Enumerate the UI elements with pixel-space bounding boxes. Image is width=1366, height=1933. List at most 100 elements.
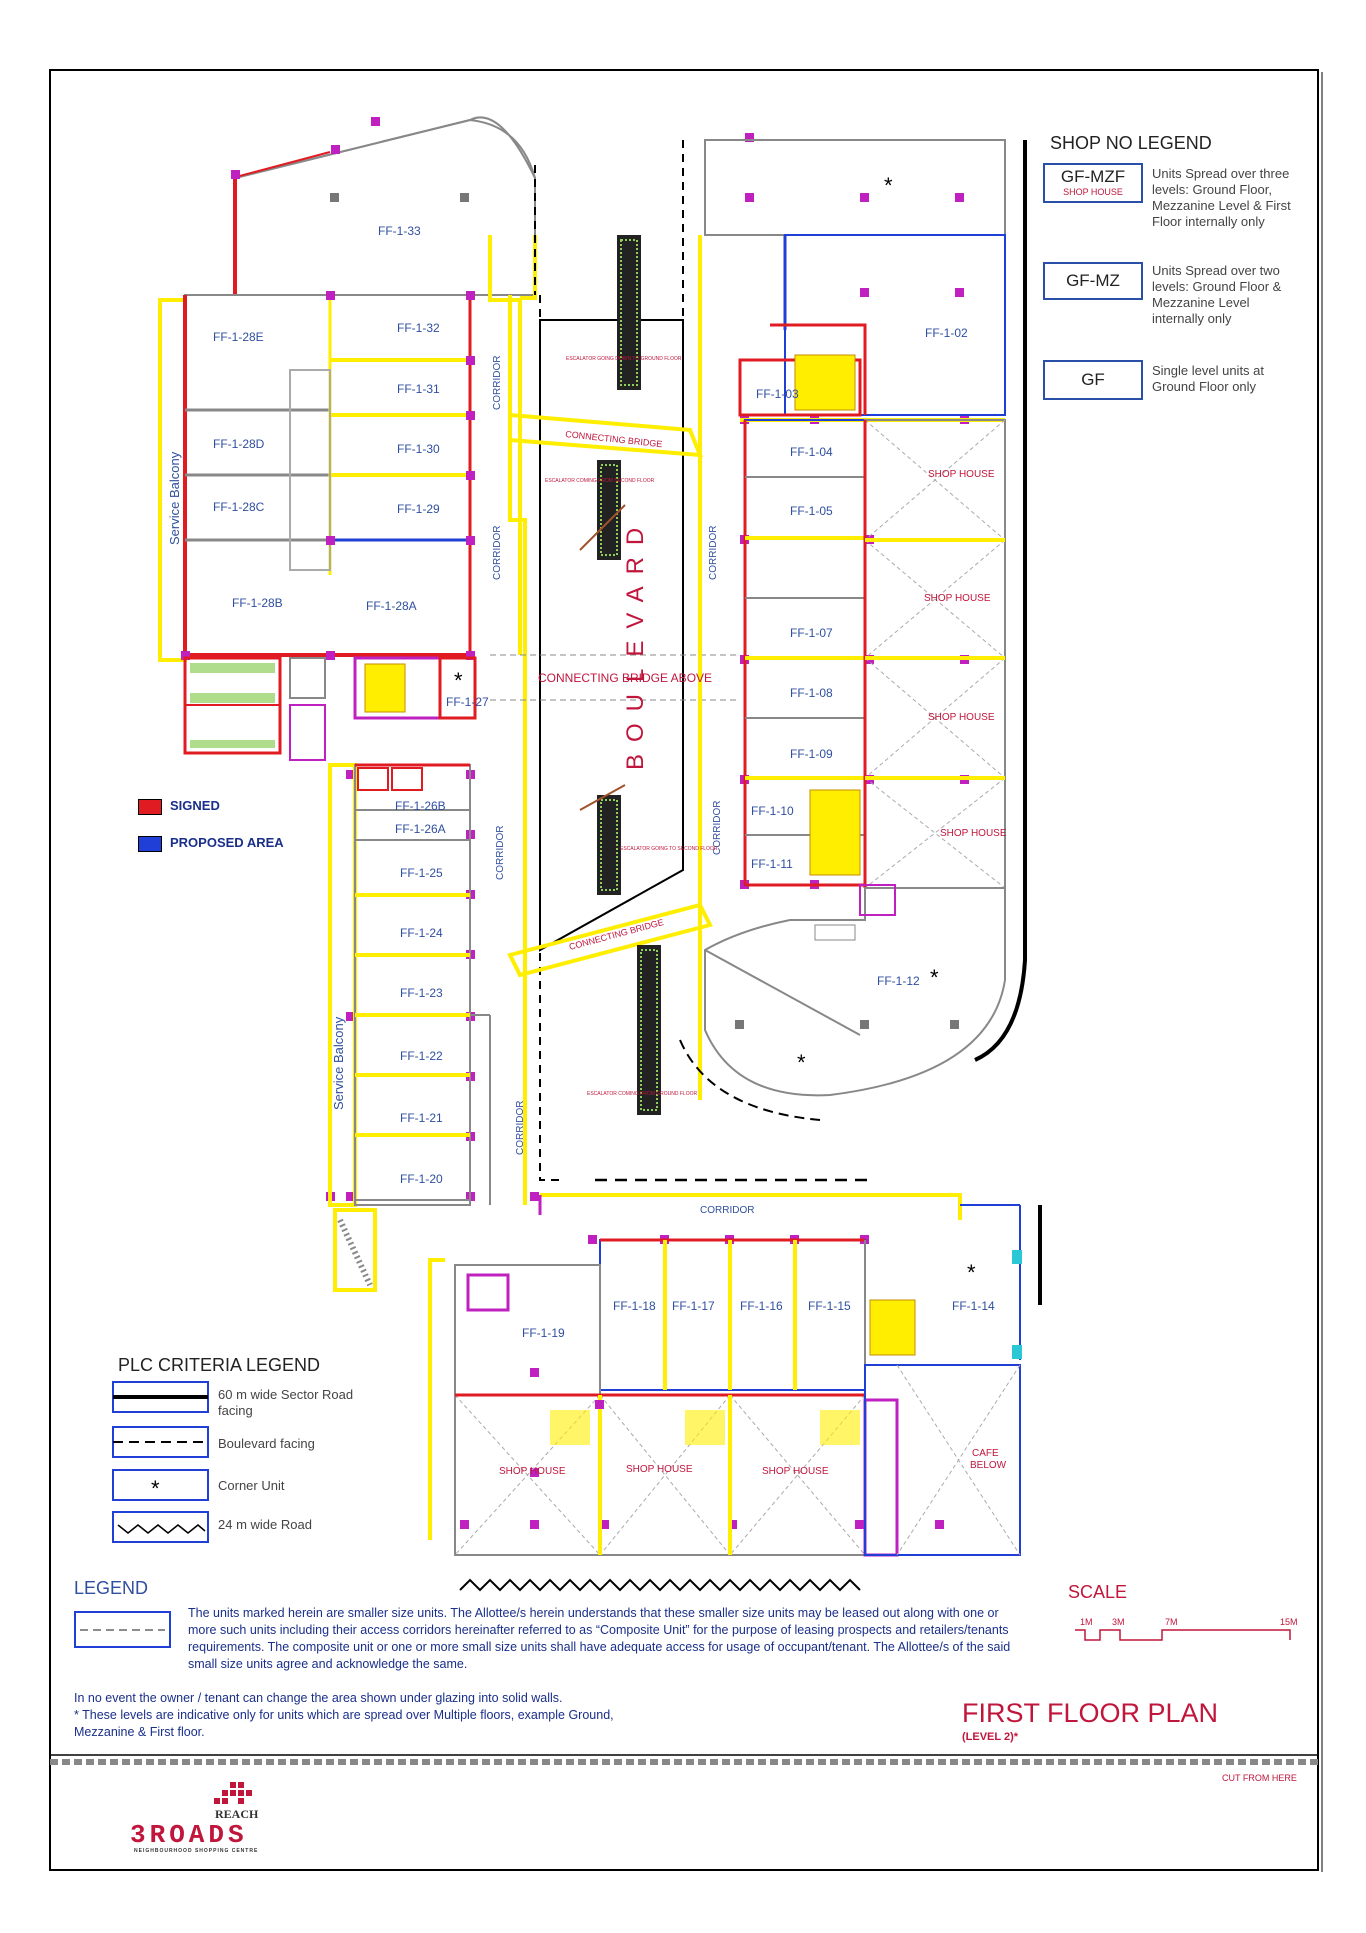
unit-ff-1-28e: FF-1-28E: [213, 330, 264, 344]
signed-swatch: [138, 799, 162, 815]
signed-label: SIGNED: [170, 798, 220, 813]
logo-reach: REACH: [215, 1807, 259, 1821]
east-block: [595, 139, 1027, 1182]
svg-text:*: *: [884, 173, 893, 198]
plc-legend-24m-road: 24 m wide Road: [218, 1517, 312, 1532]
unit-ff-1-27: FF-1-27: [446, 695, 489, 709]
connecting-bridge-above-label: CONNECTING BRIDGE ABOVE: [538, 671, 712, 685]
plc-legend-title: PLC CRITERIA LEGEND: [118, 1355, 321, 1375]
corridor-label-1: CORRIDOR: [492, 356, 503, 410]
plc-legend-corner: Corner Unit: [218, 1478, 285, 1493]
southwest-block: [328, 295, 527, 1292]
unit-ff-1-22: FF-1-22: [400, 1049, 443, 1063]
unit-ff-1-03: FF-1-03: [756, 387, 799, 401]
shop-legend-box-gfmzf: GF-MZF SHOP HOUSE: [1043, 163, 1143, 203]
shop-legend-code-gfmz: GF-MZ: [1066, 271, 1120, 290]
shop-legend-box-gfmz: GF-MZ: [1043, 262, 1143, 300]
corridor-label-2: CORRIDOR: [492, 526, 503, 580]
shop-legend-box-gf: GF: [1043, 360, 1143, 400]
unit-ff-1-28c: FF-1-28C: [213, 500, 265, 514]
unit-ff-1-23: FF-1-23: [400, 986, 443, 1000]
escalator-label-1: ESCALATOR GOING DOWN TO GROUND FLOOR: [566, 356, 682, 362]
unit-labels: FF-1-33 FF-1-32 FF-1-31 FF-1-30 FF-1-29 …: [213, 224, 995, 1340]
unit-ff-1-28a: FF-1-28A: [366, 599, 417, 613]
logo-tagline: NEIGHBOURHOOD SHOPPING CENTRE: [134, 1848, 259, 1854]
cut-label: CUT FROM HERE: [1222, 1773, 1297, 1783]
boulevard-area: [490, 140, 740, 1181]
svg-text:*: *: [151, 1476, 160, 1501]
note-levels: * These levels are indicative only for u…: [74, 1708, 614, 1739]
shop-house-label-2: SHOP HOUSE: [924, 593, 991, 604]
unit-ff-1-09: FF-1-09: [790, 747, 833, 761]
svg-text:*: *: [967, 1260, 976, 1285]
unit-ff-1-07: FF-1-07: [790, 626, 833, 640]
unit-ff-1-17: FF-1-17: [672, 1299, 715, 1313]
unit-ff-1-16: FF-1-16: [740, 1299, 783, 1313]
shop-house-label-3: SHOP HOUSE: [928, 712, 995, 723]
plan-title: FIRST FLOOR PLAN: [962, 1698, 1219, 1728]
unit-ff-1-20: FF-1-20: [400, 1172, 443, 1186]
svg-text:*: *: [454, 668, 463, 693]
scale-mark-3m: 3M: [1112, 1617, 1125, 1627]
northwest-block: [158, 116, 537, 662]
proposed-label: PROPOSED AREA: [170, 835, 284, 850]
corridor-label-7: CORRIDOR: [700, 1205, 754, 1216]
service-balcony-label-2: Service Balcony: [331, 1016, 346, 1110]
shop-house-label-7: SHOP HOUSE: [762, 1466, 829, 1477]
unit-ff-1-26a: FF-1-26A: [395, 822, 446, 836]
unit-ff-1-33: FF-1-33: [378, 224, 421, 238]
unit-ff-1-28b: FF-1-28B: [232, 596, 283, 610]
corridor-label-6: CORRIDOR: [712, 801, 723, 855]
corridor-label-5: CORRIDOR: [708, 526, 719, 580]
unit-ff-1-04: FF-1-04: [790, 445, 833, 459]
plc-legend-symbols: *: [74, 1381, 1291, 1648]
shop-legend-code-gfmzf: GF-MZF: [1060, 167, 1126, 186]
corridor-label-3: CORRIDOR: [495, 826, 506, 880]
scale-title: SCALE: [1068, 1582, 1128, 1602]
scale-mark-15m: 15M: [1280, 1617, 1298, 1627]
unit-ff-1-19: FF-1-19: [522, 1326, 565, 1340]
scale-mark-7m: 7M: [1165, 1617, 1178, 1627]
legend-title: LEGEND: [74, 1578, 149, 1598]
logo-mark-icon: [214, 1782, 252, 1804]
unit-ff-1-05: FF-1-05: [790, 504, 833, 518]
unit-ff-1-30: FF-1-30: [397, 442, 440, 456]
plc-legend-sector-road: 60 m wide Sector Road facing: [218, 1387, 354, 1418]
reach-logo: REACH 3ROADS NEIGHBOURHOOD SHOPPING CENT…: [130, 1780, 330, 1854]
page-frame: [49, 69, 1319, 1871]
shop-house-label-6: SHOP HOUSE: [626, 1464, 693, 1475]
unit-ff-1-10: FF-1-10: [751, 804, 794, 818]
escalator-label-3: ESCALATOR GOING TO SECOND FLOOR: [620, 846, 718, 852]
services-strip: [183, 656, 477, 761]
shop-legend-code-gf: GF: [1081, 370, 1105, 389]
unit-ff-1-32: FF-1-32: [397, 321, 440, 335]
corner-markers: * * * * *: [454, 173, 976, 1285]
unit-ff-1-02: FF-1-02: [925, 326, 968, 340]
unit-ff-1-14: FF-1-14: [952, 1299, 995, 1313]
unit-ff-1-08: FF-1-08: [790, 686, 833, 700]
unit-ff-1-21: FF-1-21: [400, 1111, 443, 1125]
svg-text:*: *: [930, 965, 939, 990]
corridor-label-4: CORRIDOR: [515, 1101, 526, 1155]
unit-ff-1-26b: FF-1-26B: [395, 799, 446, 813]
unit-ff-1-11: FF-1-11: [751, 857, 793, 871]
unit-ff-1-28d: FF-1-28D: [213, 437, 265, 451]
shop-house-label-4: SHOP HOUSE: [940, 828, 1007, 839]
note-glazing: In no event the owner / tenant can chang…: [74, 1691, 563, 1705]
service-balcony-label-1: Service Balcony: [167, 451, 182, 545]
boulevard-label: BOULEVARD: [622, 516, 649, 770]
shop-legend-sub-gfmzf: SHOP HOUSE: [1063, 187, 1123, 197]
unit-ff-1-29: FF-1-29: [397, 502, 440, 516]
shop-legend-desc-gf: Single level units at Ground Floor only: [1152, 363, 1265, 394]
cafe-below-label: BELOW: [970, 1460, 1007, 1471]
shop-house-label-5: SHOP HOUSE: [499, 1466, 566, 1477]
unit-ff-1-24: FF-1-24: [400, 926, 443, 940]
unit-ff-1-18: FF-1-18: [613, 1299, 656, 1313]
escalator-label-4: ESCALATOR COMING FROM GROUND FLOOR: [587, 1091, 697, 1097]
logo-3roads: 3ROADS: [130, 1820, 248, 1850]
svg-text:*: *: [797, 1050, 806, 1075]
proposed-swatch: [138, 836, 162, 852]
unit-ff-1-15: FF-1-15: [808, 1299, 851, 1313]
plc-legend-boulevard: Boulevard facing: [218, 1436, 315, 1451]
